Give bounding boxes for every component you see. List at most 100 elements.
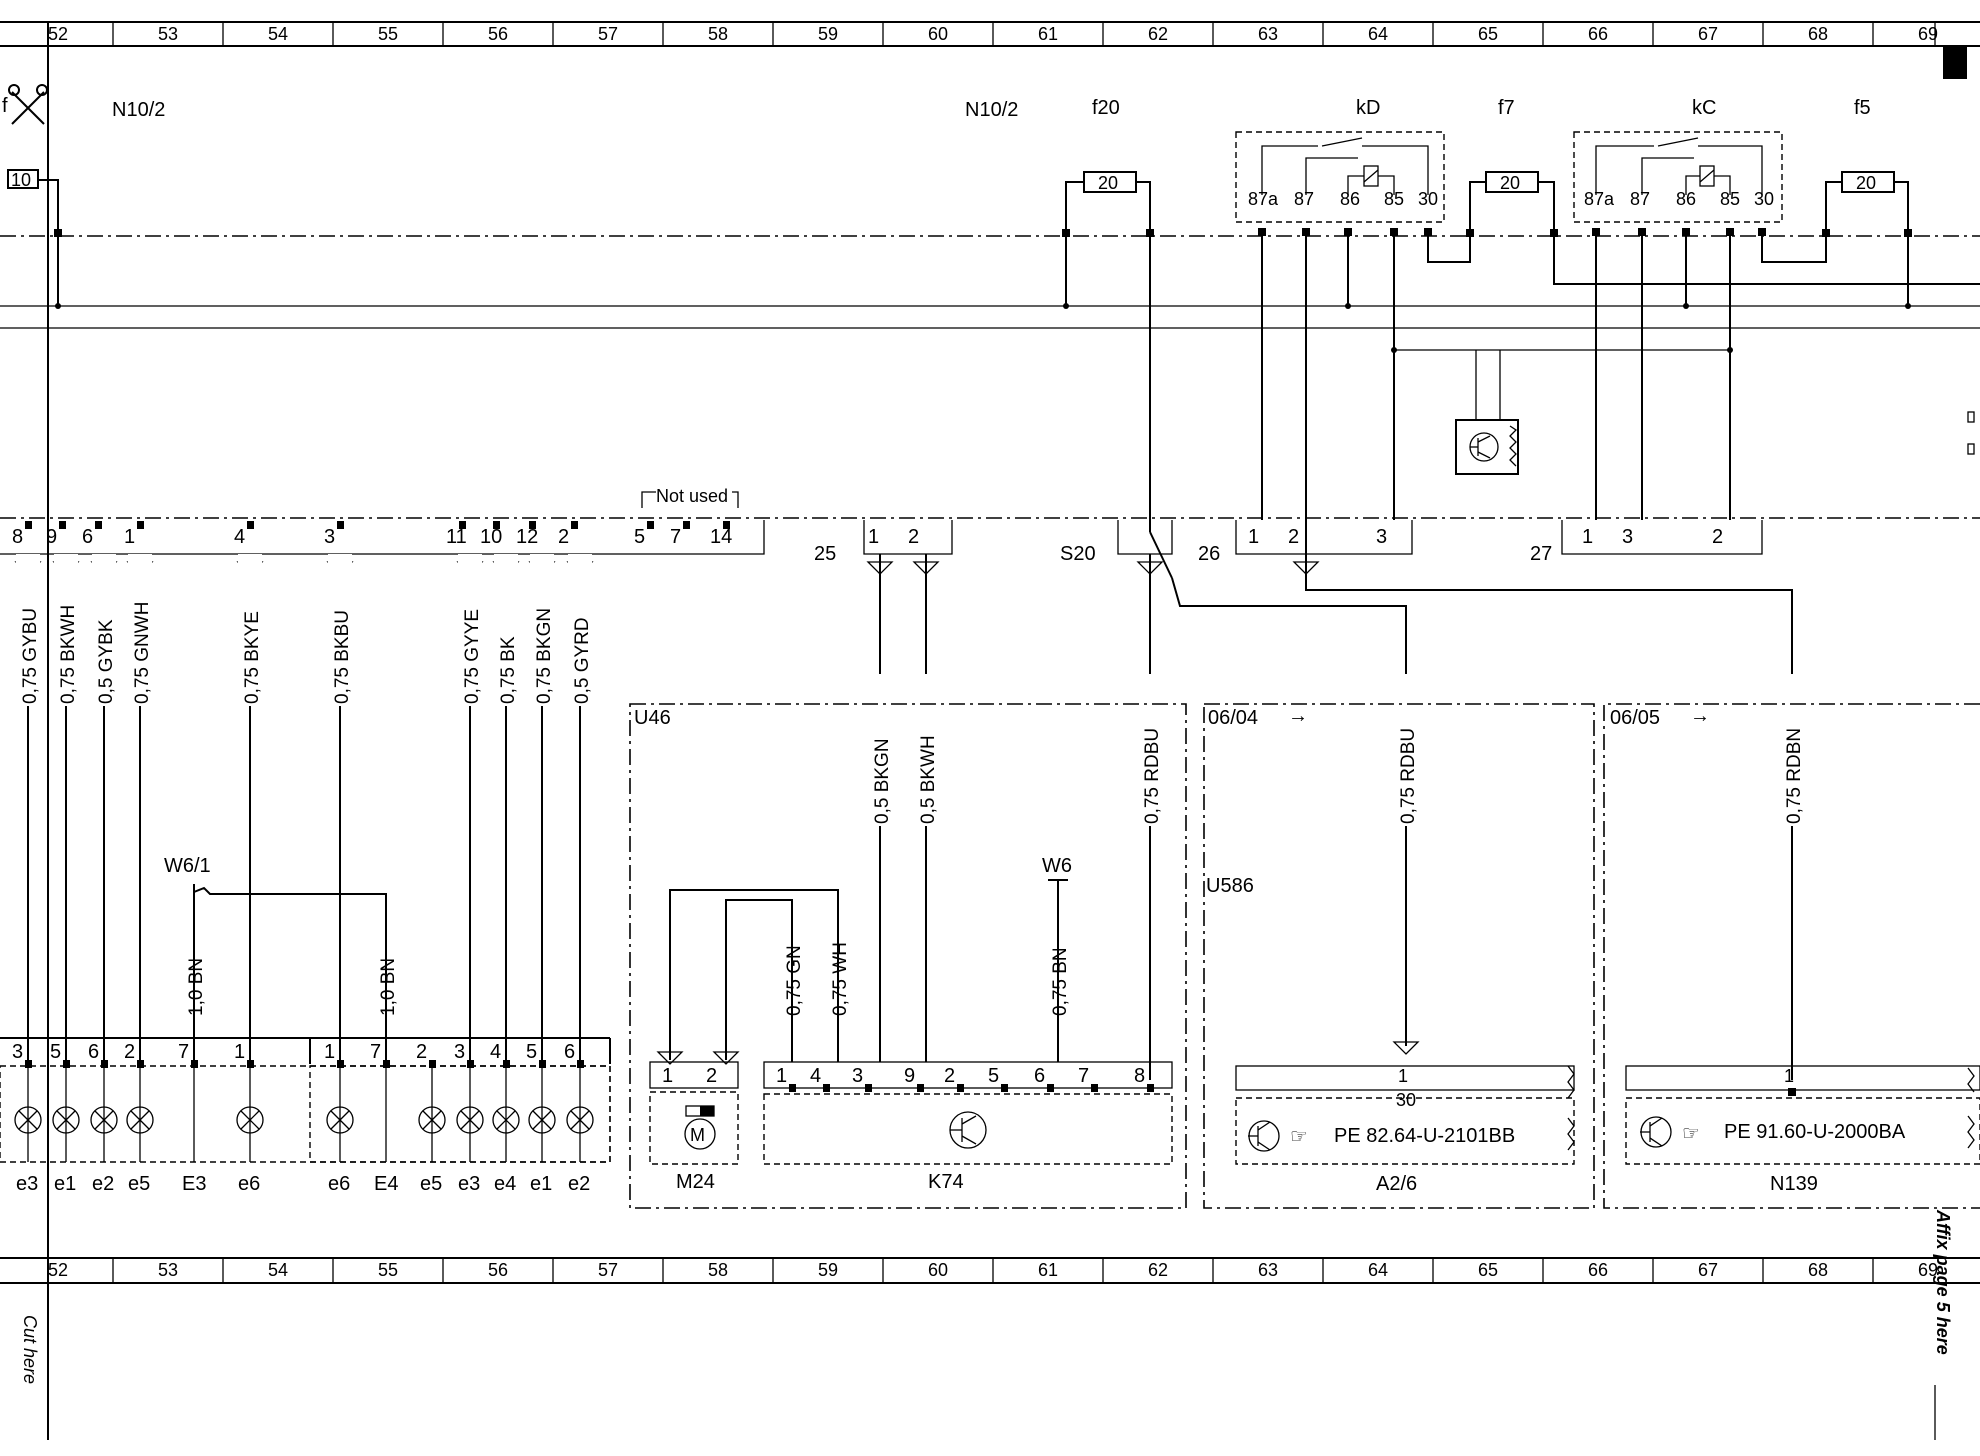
ruler-number: 61 xyxy=(1038,24,1058,44)
wire-label: 0,75 RDBN xyxy=(1784,728,1805,824)
svg-text:85: 85 xyxy=(1384,189,1404,209)
lamp-icon xyxy=(90,1106,118,1134)
svg-text:U586: U586 xyxy=(1206,875,1254,897)
svg-text:20: 20 xyxy=(1098,173,1118,193)
pin-label: 4 xyxy=(490,1041,501,1063)
ruler-number: 63 xyxy=(1258,1260,1278,1280)
lamp-label: E4 xyxy=(374,1173,398,1195)
svg-text:W6: W6 xyxy=(1042,855,1072,877)
transistor-icon-a26 xyxy=(1248,1120,1280,1152)
svg-text:26: 26 xyxy=(1198,543,1220,565)
svg-text:87a: 87a xyxy=(1584,189,1615,209)
lamp-icon xyxy=(528,1106,556,1134)
svg-text:87: 87 xyxy=(1294,189,1314,209)
ruler-number: 67 xyxy=(1698,24,1718,44)
lamp-icon xyxy=(456,1106,484,1134)
not-used-label: Not used xyxy=(656,486,728,506)
ruler-number: 59 xyxy=(818,1260,838,1280)
pin-label: 8 xyxy=(12,526,23,548)
pin-label: 7 xyxy=(670,526,681,548)
pin-label: 1 xyxy=(234,1041,245,1063)
svg-text:W6/1: W6/1 xyxy=(164,855,211,877)
svg-text:86: 86 xyxy=(1340,189,1360,209)
ruler-number: 64 xyxy=(1368,24,1388,44)
svg-text:85: 85 xyxy=(1720,189,1740,209)
svg-text:06/04: 06/04 xyxy=(1208,707,1258,729)
svg-text:1: 1 xyxy=(868,526,879,548)
pin-label: 4 xyxy=(810,1065,821,1087)
svg-text:M: M xyxy=(690,1125,705,1145)
ruler-number: 68 xyxy=(1808,24,1828,44)
corner-marker xyxy=(1943,47,1967,79)
lamp-label: e2 xyxy=(568,1173,590,1195)
svg-text:3: 3 xyxy=(1622,526,1633,548)
lamp-icon xyxy=(418,1106,446,1134)
pin-label: 2 xyxy=(558,526,569,548)
wire-label: 0,75 RDBU xyxy=(1142,728,1163,824)
a26-area: 06/04 → U586 1 30 ☞ PE 82.64-U-2101BB A2… xyxy=(1203,703,1595,1209)
lamp-label: e5 xyxy=(128,1173,150,1195)
motor-icon: M xyxy=(684,1105,716,1150)
pin-label: 5 xyxy=(634,526,645,548)
affix-page-text: Affix page 5 here xyxy=(1933,1209,1953,1355)
pin-label: 6 xyxy=(82,526,93,548)
svg-text:0,75 BN: 0,75 BN xyxy=(1050,947,1071,1016)
relay-kD: 87a 87 86 85 30 xyxy=(1235,131,1445,236)
transistor-icon xyxy=(949,1111,987,1149)
lamp-label: e1 xyxy=(530,1173,552,1195)
fuse-f5: 20 xyxy=(1761,171,1912,309)
wire-label: 0,75 BKWH xyxy=(58,605,79,704)
label-kC: kC xyxy=(1692,97,1716,119)
pin-label: 5 xyxy=(50,1041,61,1063)
ruler-number: 52 xyxy=(48,1260,68,1280)
lamp-icon xyxy=(492,1106,520,1134)
wire-label: 0,5 BKWH xyxy=(918,735,939,824)
wire-label: 0,75 GYBU xyxy=(20,608,41,704)
wire-label: 0,5 BKGN xyxy=(872,738,893,824)
svg-text:30: 30 xyxy=(1396,1090,1416,1110)
lamp-label: e4 xyxy=(494,1173,516,1195)
pin-label: 3 xyxy=(454,1041,465,1063)
svg-text:☞: ☞ xyxy=(1682,1123,1700,1145)
connector-26: 26 1 2 3 xyxy=(1198,520,1413,565)
svg-text:1: 1 xyxy=(1582,526,1593,548)
label-n102-right: N10/2 xyxy=(965,99,1018,121)
pin-label: 7 xyxy=(178,1041,189,1063)
svg-text:20: 20 xyxy=(1500,173,1520,193)
transistor-module xyxy=(1455,419,1519,475)
lamp-icon xyxy=(14,1106,42,1134)
pin-label: 5 xyxy=(526,1041,537,1063)
ruler-number: 54 xyxy=(268,24,288,44)
svg-text:0,75 GN: 0,75 GN xyxy=(784,945,805,1016)
svg-text:2: 2 xyxy=(908,526,919,548)
s20-switch-wiring xyxy=(1136,520,1793,1080)
ruler-number: 62 xyxy=(1148,24,1168,44)
svg-text:1: 1 xyxy=(662,1065,673,1087)
wire-label: 0,75 BKGN xyxy=(534,608,555,704)
svg-text:1: 1 xyxy=(1398,1066,1408,1086)
label-kD: kD xyxy=(1356,97,1380,119)
svg-text:→: → xyxy=(1288,705,1308,727)
svg-text:S20: S20 xyxy=(1060,543,1096,565)
pin-label: 14 xyxy=(710,526,732,548)
fuse-f20: 20 xyxy=(1062,171,1154,520)
pin-label: 11 xyxy=(446,526,467,548)
ruler-number: 60 xyxy=(928,24,948,44)
pin-label: 4 xyxy=(234,526,245,548)
svg-text:U46: U46 xyxy=(634,707,671,729)
pin-label: 5 xyxy=(988,1065,999,1087)
svg-text:06/05: 06/05 xyxy=(1610,707,1660,729)
label-f20: f20 xyxy=(1092,97,1120,119)
pin-label: 9 xyxy=(904,1065,915,1087)
relay-kC: 87a 87 86 85 30 xyxy=(1573,131,1783,236)
pin-label: 1 xyxy=(324,1041,335,1063)
pin-label: 6 xyxy=(88,1041,99,1063)
ruler-number: 59 xyxy=(818,24,838,44)
ruler-number: 58 xyxy=(708,24,728,44)
ruler-number: 69 xyxy=(1918,24,1938,44)
svg-text:☞: ☞ xyxy=(1290,1126,1308,1148)
n139-area: 06/05 → 1 ☞ PE 91.60-U-2000BA N139 xyxy=(1603,703,1980,1209)
